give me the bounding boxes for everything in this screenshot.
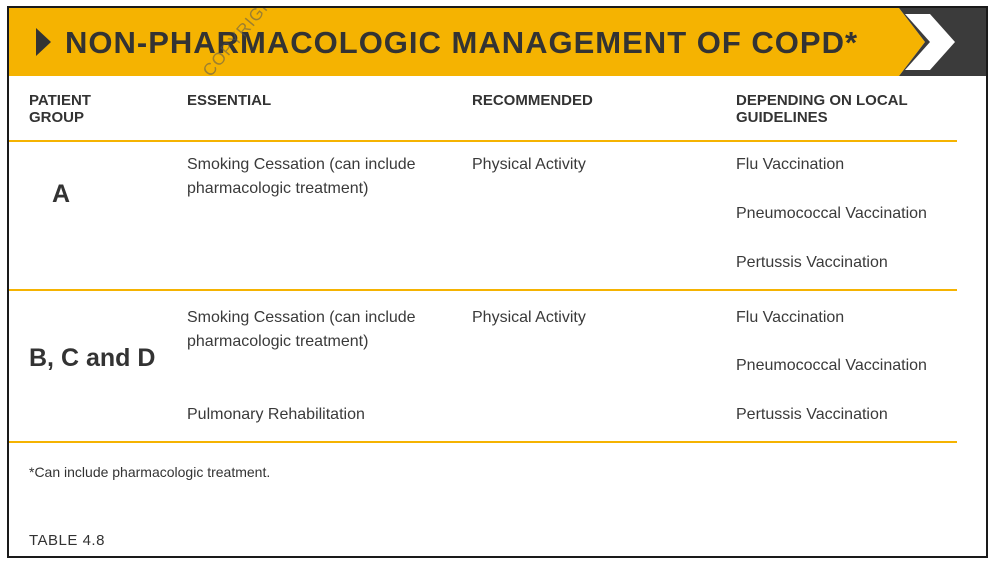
row-a-essential-1: Smoking Cessation (can include pharmacol…: [187, 156, 416, 197]
page-title: NON-PHARMACOLOGIC MANAGEMENT OF COPD*: [65, 25, 859, 60]
row-bcd-local-2: Pneumococcal Vaccination: [736, 357, 927, 374]
row-bcd-essential-2: Pulmonary Rehabilitation: [187, 406, 365, 423]
header-patient-group: PATIENT GROUP: [29, 92, 91, 126]
row-a-group: A: [52, 180, 71, 208]
row-bcd-recommended: Physical Activity: [472, 309, 586, 326]
row-a-local-1: Flu Vaccination: [736, 156, 845, 173]
header-recommended: RECOMMENDED: [472, 92, 593, 109]
header-essential: ESSENTIAL: [187, 92, 272, 109]
footnote: *Can include pharmacologic treatment.: [29, 464, 271, 480]
banner-graphic: [9, 8, 986, 76]
banner-band: [9, 8, 925, 76]
header-local-guidelines: DEPENDING ON LOCAL GUIDELINES: [736, 92, 908, 126]
row-bcd-group: B, C and D: [29, 344, 156, 372]
table-slide: NON-PHARMACOLOGIC MANAGEMENT OF COPD* CO…: [7, 6, 988, 558]
header-divider: [9, 140, 957, 142]
row-divider: [9, 289, 957, 291]
row-bcd-local-3: Pertussis Vaccination: [736, 406, 888, 423]
footer-divider: [9, 441, 957, 443]
row-a-local-2: Pneumococcal Vaccination: [736, 205, 927, 222]
play-arrow-icon: [36, 28, 51, 56]
row-a-recommended: Physical Activity: [472, 156, 586, 173]
row-bcd-essential-1: Smoking Cessation (can include pharmacol…: [187, 309, 416, 350]
row-bcd-local-1: Flu Vaccination: [736, 309, 845, 326]
table-label: TABLE 4.8: [29, 532, 105, 549]
chevron-right-icon: [905, 14, 955, 70]
row-a-local-3: Pertussis Vaccination: [736, 254, 888, 271]
title-banner: NON-PHARMACOLOGIC MANAGEMENT OF COPD*: [9, 8, 986, 78]
